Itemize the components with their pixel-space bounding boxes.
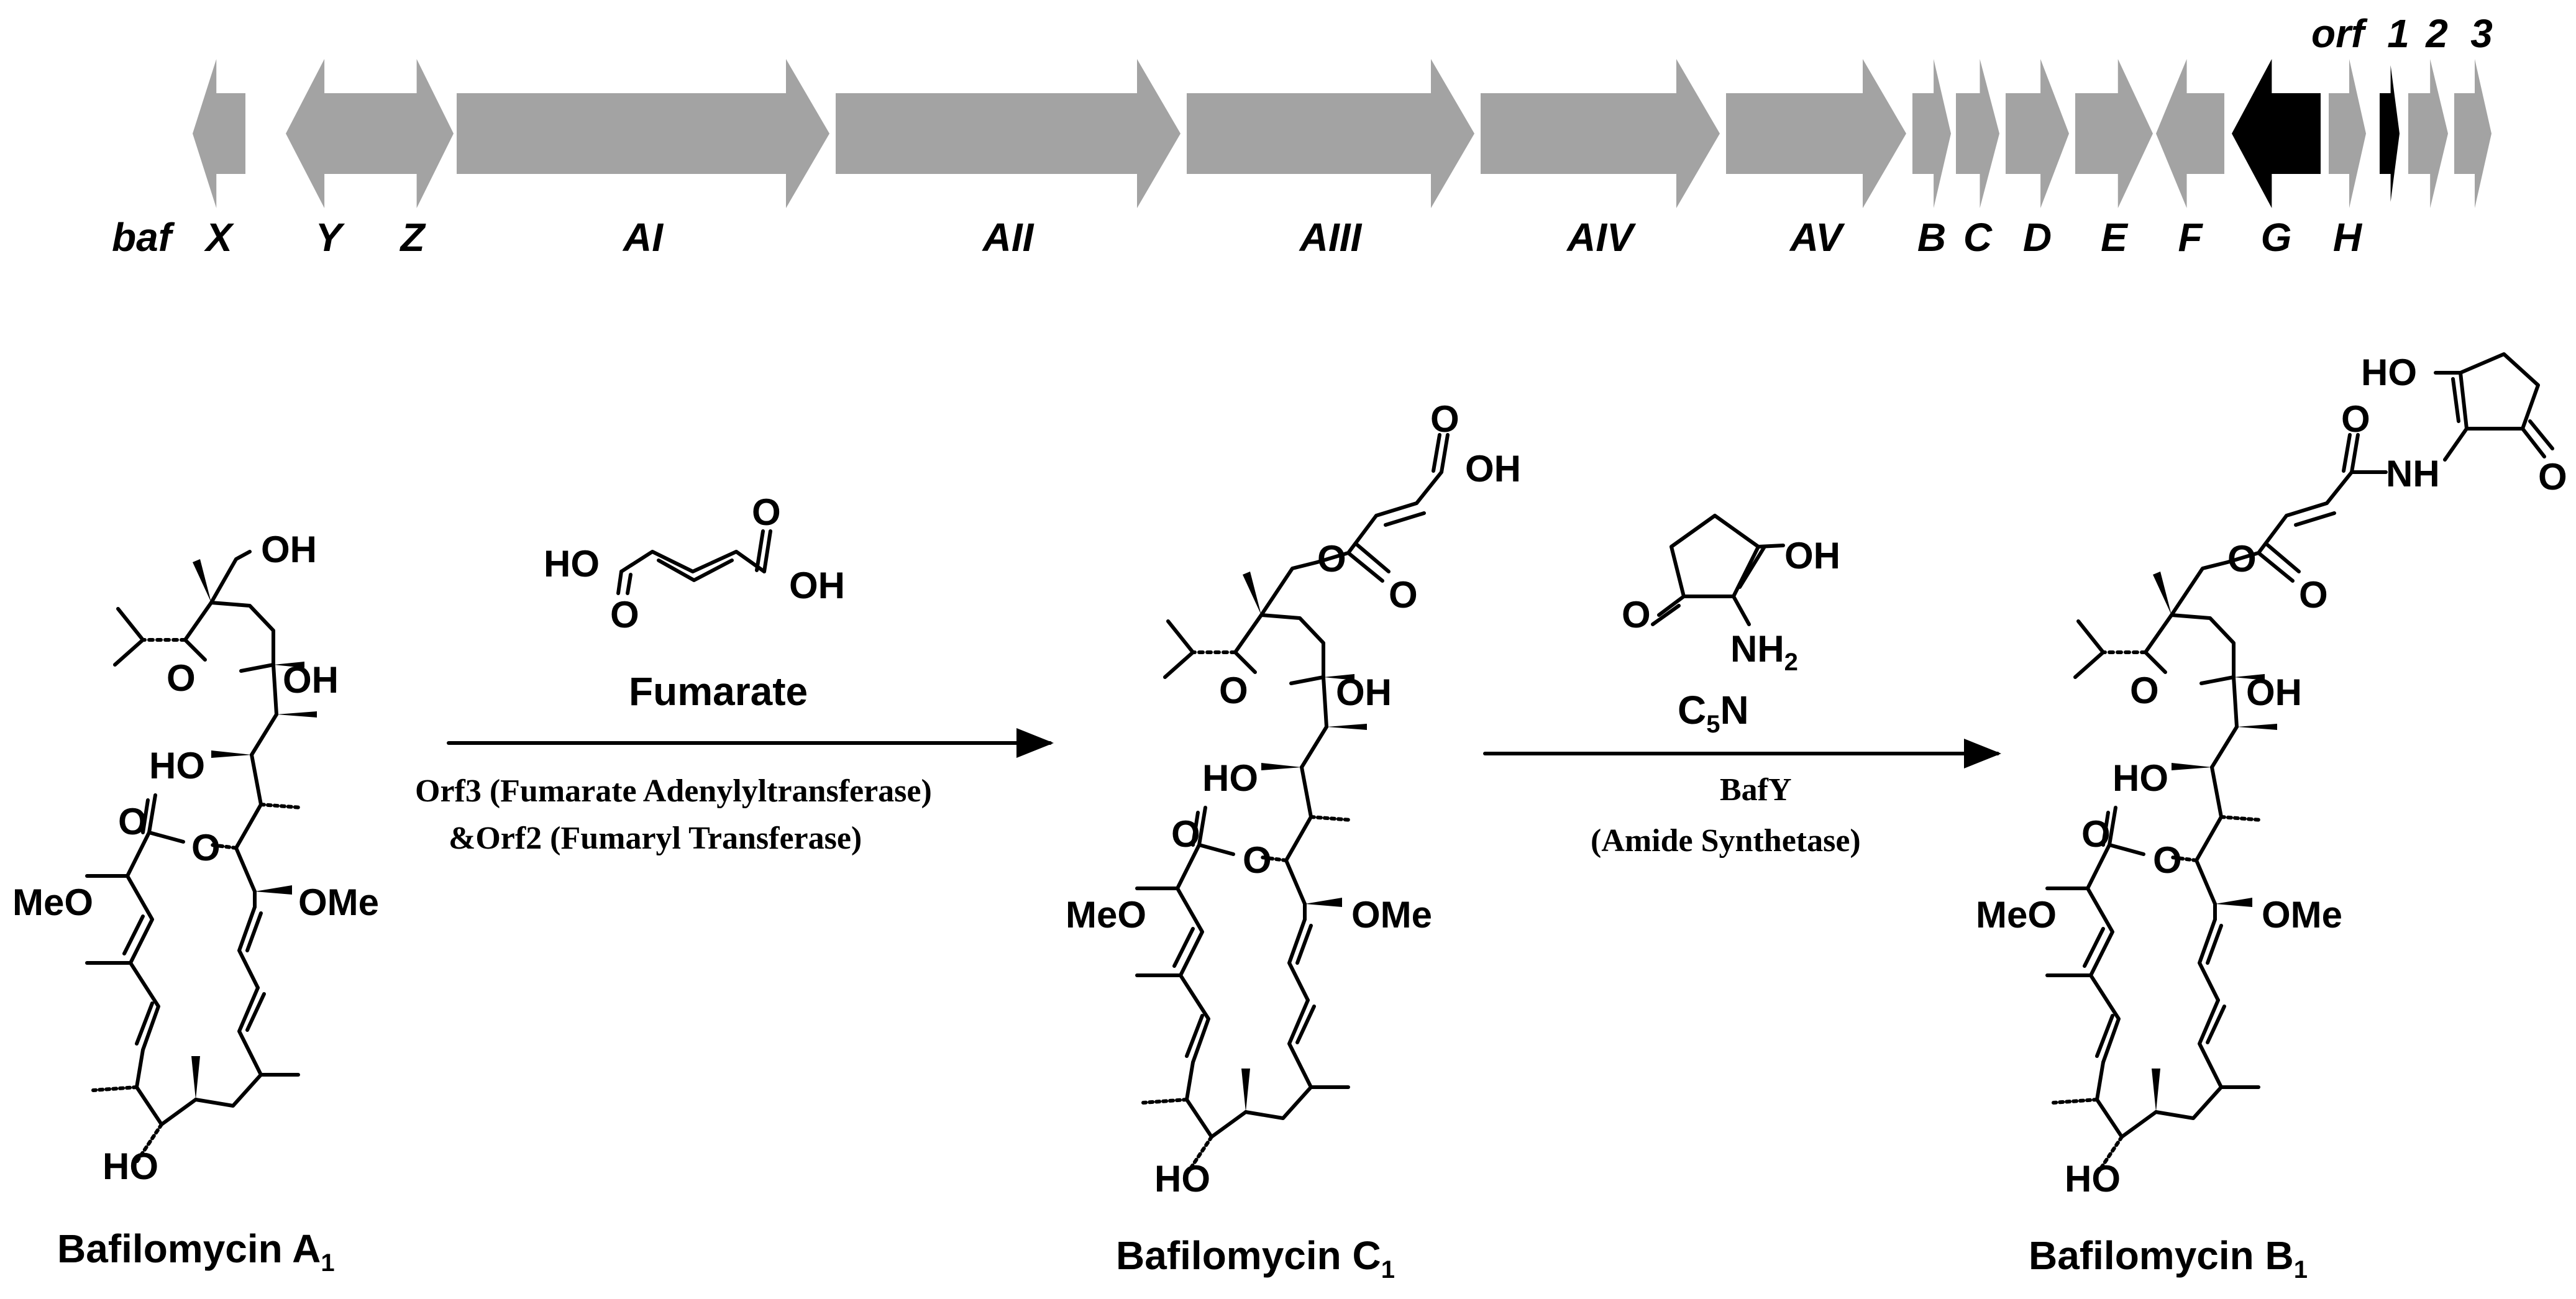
- meo-b1: MeO: [1976, 894, 2057, 936]
- gene-arrow-c: [1956, 59, 1999, 208]
- c5n-nh2: NH2: [1730, 628, 1798, 676]
- fumarate-o2: O: [752, 491, 781, 533]
- c5n-o: O: [1622, 594, 1651, 636]
- gene-arrow-g: [2232, 59, 2321, 208]
- gene-label-x: X: [204, 215, 234, 260]
- step1-enzyme-line1: Orf3 (Fumarate Adenylyltransferase): [415, 773, 932, 809]
- step2-enzyme-line1: BafY: [1720, 772, 1792, 808]
- gene-arrow-y: [286, 59, 372, 208]
- bafilomycin-a1-structure: O OH OH HO O O MeO OMe HO: [12, 529, 379, 1187]
- gene-label-aii: AII: [982, 215, 1035, 260]
- gene-arrow-z: [372, 59, 454, 208]
- gene-arrow-e: [2075, 59, 2153, 208]
- fumarate-ho: HO: [544, 543, 600, 585]
- chain-ho-c1: HO: [1202, 757, 1258, 799]
- cluster-prefix: baf: [112, 215, 175, 260]
- gene-arrow-ai: [457, 59, 829, 208]
- meo-a1: MeO: [12, 882, 93, 923]
- ring-o-a1: O: [167, 657, 196, 699]
- lactone-carbonyl-a1: O: [118, 801, 147, 842]
- lactone-o-c1: O: [1243, 839, 1272, 881]
- gene-label-aiv: AIV: [1566, 215, 1637, 260]
- gene-arrow-d: [2006, 59, 2069, 208]
- gene-label-z: Z: [399, 215, 426, 260]
- gene-arrow-aiii: [1187, 59, 1474, 208]
- gene-label-e: E: [2101, 215, 2129, 260]
- ring-o-b1: O: [2130, 670, 2159, 711]
- bafilomycin-b1-structure: O O O NH HO O O OH HO O O MeO OMe HO: [1976, 352, 2567, 1200]
- chain-ho-a1: HO: [149, 745, 205, 786]
- gene-label-av: AV: [1789, 215, 1845, 260]
- gene-arrow-aii: [836, 59, 1181, 208]
- amide-nh-b1: NH: [2386, 453, 2440, 495]
- cyclopentenone-ho-b1: HO: [2361, 352, 2417, 393]
- gene-arrow-x: [193, 59, 245, 208]
- lactone-o-b1: O: [2153, 839, 2182, 881]
- gene-label-ai: AI: [622, 215, 664, 260]
- bafilomycin-a1-label: Bafilomycin A1: [57, 1226, 335, 1277]
- step2-enzyme-line2: (Amide Synthetase): [1591, 823, 1861, 859]
- acid-carbonyl-c1: O: [1430, 398, 1459, 440]
- c5n-oh: OH: [1784, 535, 1840, 577]
- step1-enzyme-line2: &Orf2 (Fumaryl Transferase): [449, 821, 862, 856]
- gene-arrow-2: [2408, 59, 2448, 208]
- chain-ho-b1: HO: [2112, 757, 2168, 799]
- gene-arrow-1: [2380, 65, 2400, 202]
- gene-arrow-aiv: [1481, 59, 1720, 208]
- ester-o-b1: O: [2227, 538, 2257, 580]
- gene-label-y: Y: [316, 215, 345, 260]
- bafilomycin-b1-label: Bafilomycin B1: [2029, 1233, 2308, 1283]
- acid-oh-c1: OH: [1465, 448, 1521, 490]
- gene-arrow-3: [2454, 59, 2492, 208]
- ome-c1: OMe: [1351, 894, 1432, 936]
- gene-label-g: G: [2261, 215, 2292, 260]
- fumarate-oh: OH: [789, 565, 845, 606]
- gene-label-1: 1: [2387, 11, 2409, 56]
- hemiketal-oh-b1: OH: [2246, 672, 2302, 713]
- gene-label-h: H: [2333, 215, 2363, 260]
- pyran-oh-a1: OH: [261, 529, 317, 570]
- gene-arrow-h: [2329, 59, 2366, 208]
- step2-reagent: C5N: [1678, 688, 1749, 738]
- bottom-ho-b1: HO: [2065, 1158, 2121, 1200]
- step1-reagent: Fumarate: [629, 669, 808, 714]
- cyclopentenone-o-b1: O: [2538, 456, 2567, 498]
- gene-label-2: 2: [2425, 11, 2448, 56]
- ome-a1: OMe: [298, 882, 379, 923]
- gene-arrow-av: [1726, 59, 1906, 208]
- ester-carbonyl-b1: O: [2299, 574, 2328, 616]
- fumarate-o1: O: [610, 594, 639, 636]
- bottom-ho-a1: HO: [103, 1146, 158, 1187]
- gene-label-f: F: [2178, 215, 2203, 260]
- gene-label-3: 3: [2470, 11, 2493, 56]
- ester-carbonyl-c1: O: [1389, 574, 1418, 616]
- bottom-ho-c1: HO: [1154, 1158, 1210, 1200]
- lactone-o-a1: O: [191, 827, 221, 868]
- gene-label-aiii: AIII: [1299, 215, 1363, 260]
- meo-c1: MeO: [1066, 894, 1146, 936]
- orf-prefix: orf: [2311, 11, 2368, 56]
- hemiketal-oh-a1: OH: [283, 659, 339, 701]
- gene-label-c: C: [1963, 215, 1993, 260]
- gene-arrow-f: [2156, 59, 2224, 208]
- gene-label-d: D: [2023, 215, 2052, 260]
- lactone-carbonyl-c1: O: [1171, 813, 1200, 855]
- lactone-carbonyl-b1: O: [2081, 813, 2111, 855]
- c5n-structure: OH O NH2: [1622, 514, 1840, 676]
- ome-b1: OMe: [2262, 894, 2342, 936]
- gene-label-b: B: [1917, 215, 1946, 260]
- fumarate-structure: HO O O OH: [544, 491, 845, 636]
- bafilomycin-c1-label: Bafilomycin C1: [1116, 1233, 1395, 1283]
- ring-o-c1: O: [1219, 670, 1248, 711]
- hemiketal-oh-c1: OH: [1336, 672, 1392, 713]
- ester-o-c1: O: [1317, 538, 1346, 580]
- gene-arrow-b: [1912, 59, 1951, 208]
- amide-carbonyl-b1: O: [2341, 398, 2370, 440]
- bafilomycin-c1-structure: O O O OH O OH HO O O MeO OMe HO: [1066, 398, 1521, 1200]
